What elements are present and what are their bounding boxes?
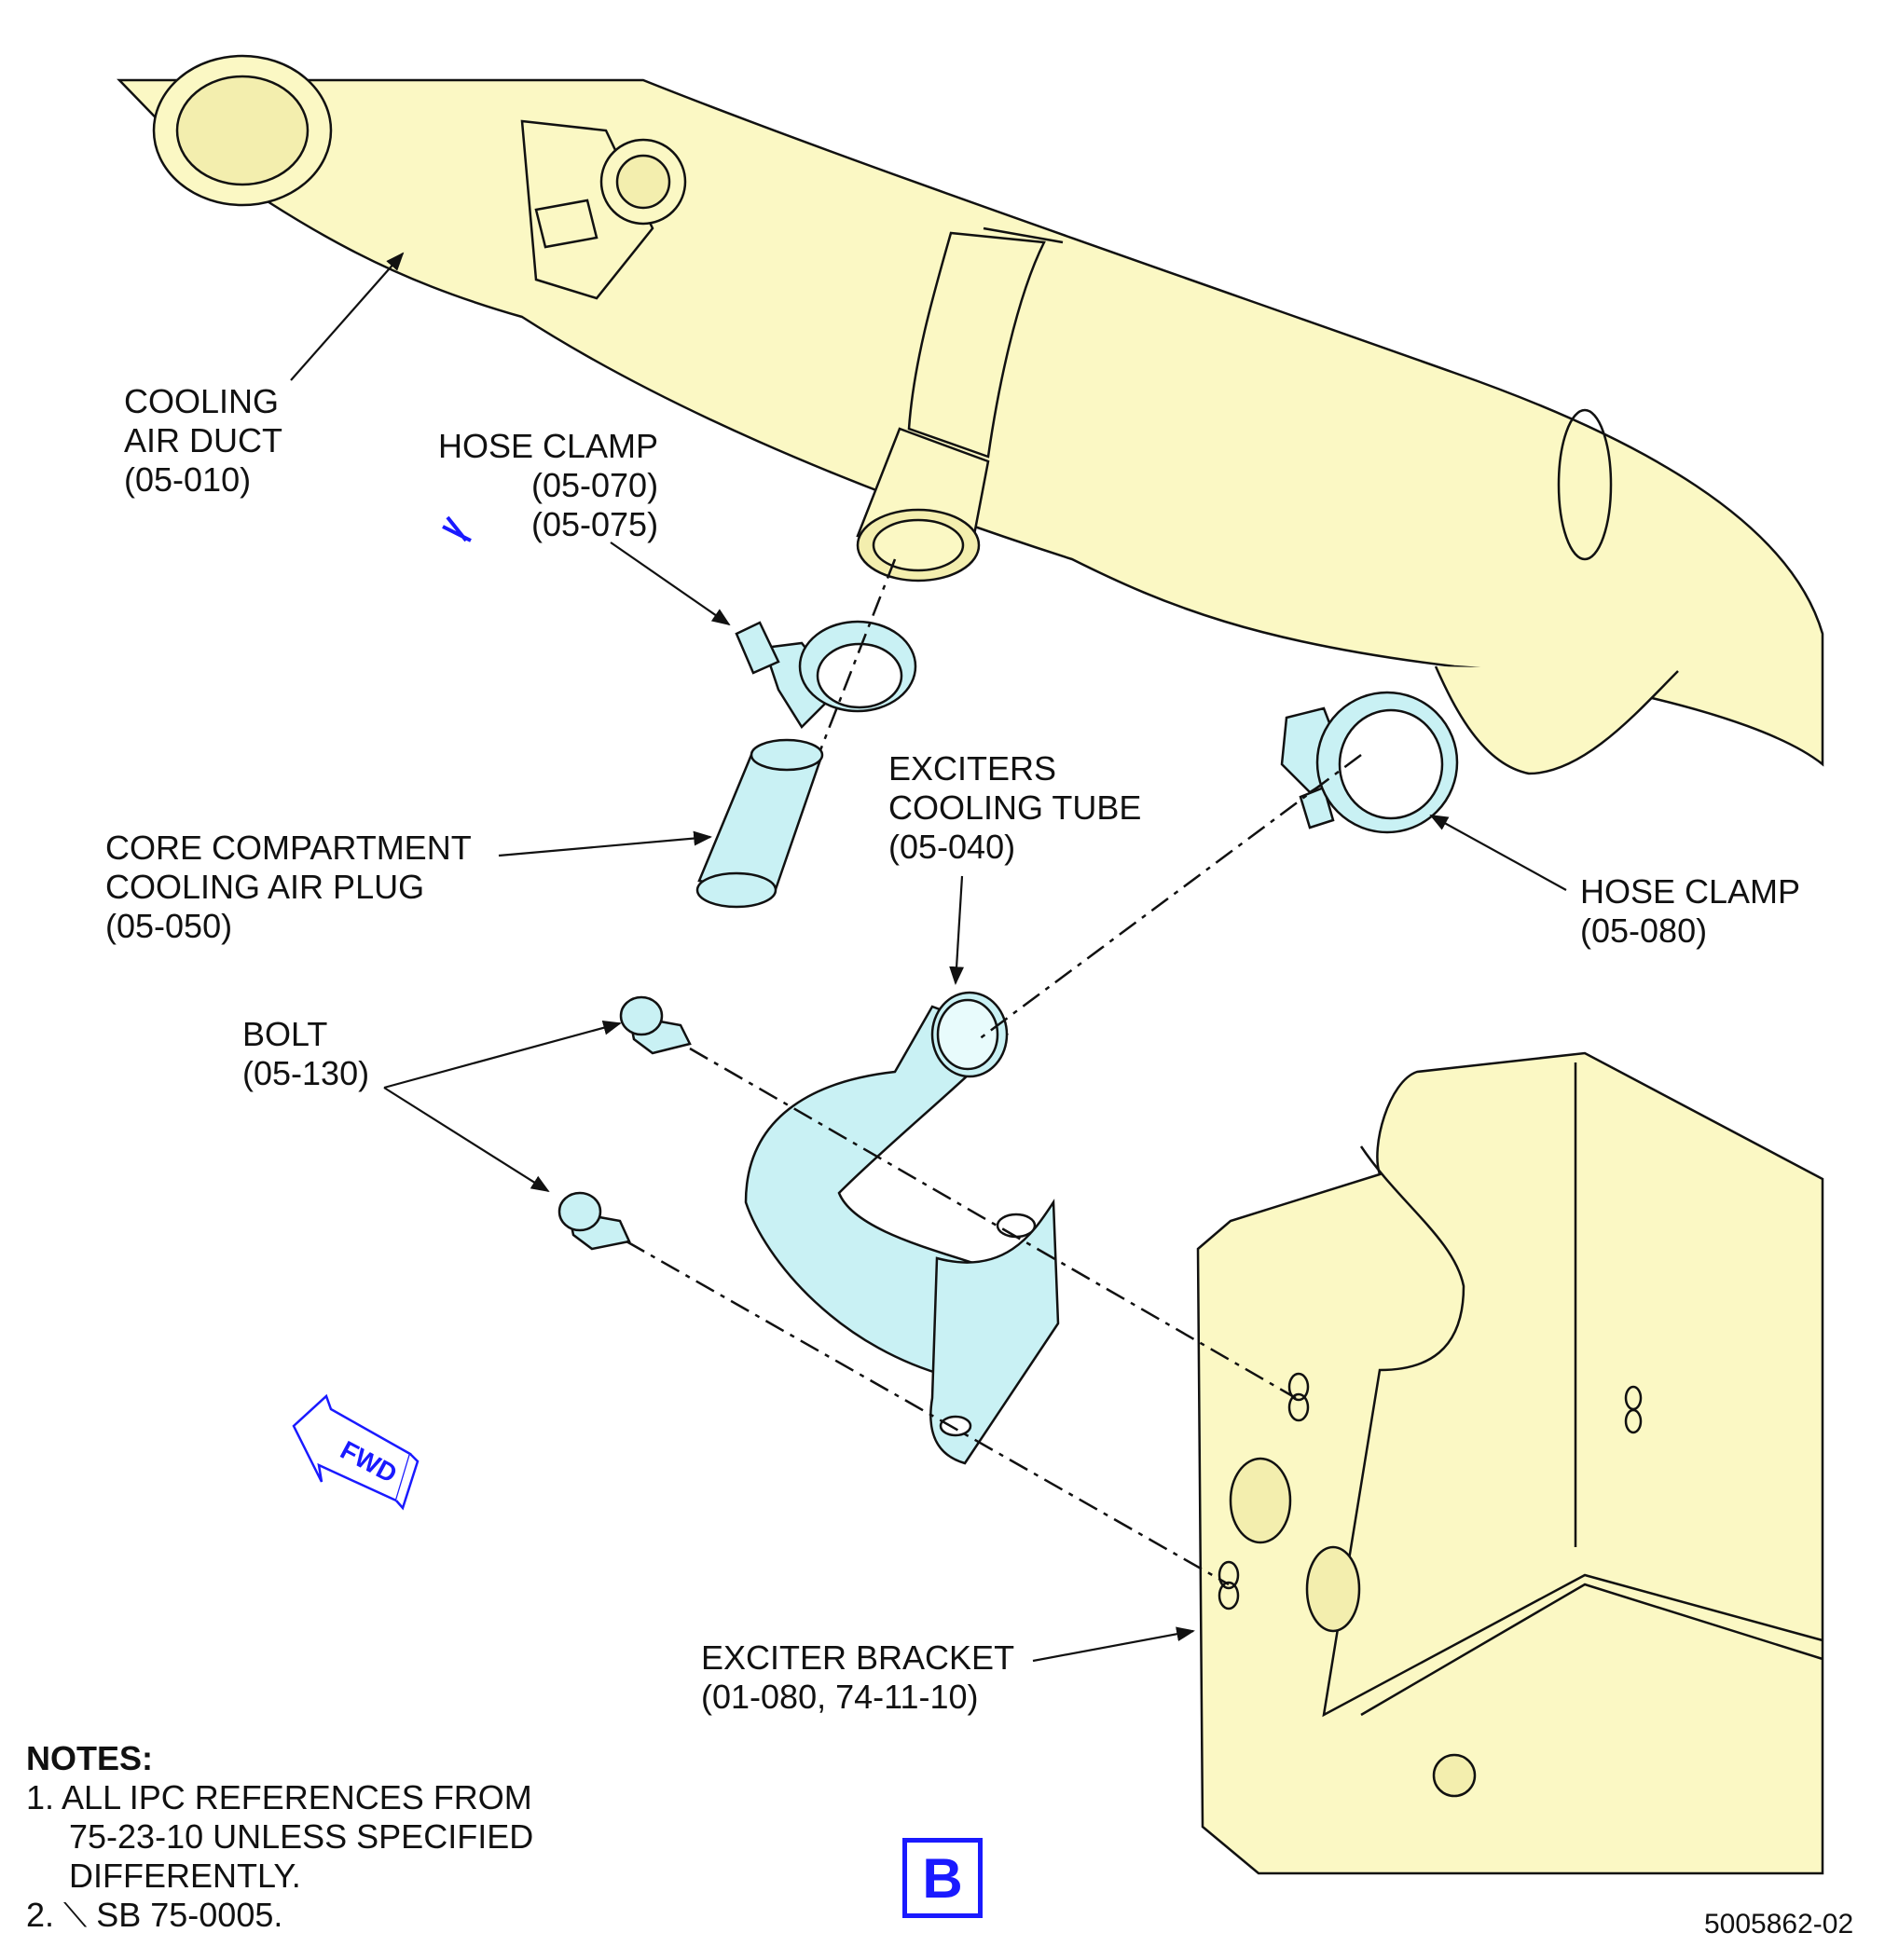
notes-title: NOTES:: [26, 1739, 154, 1777]
label-exciters-cooling-tube: EXCITERS COOLING TUBE (05-040): [888, 749, 1142, 866]
cooling-air-plug: [695, 738, 824, 909]
notes-block: NOTES: 1. ALL IPC REFERENCES FROM 75-23-…: [26, 1739, 533, 1935]
note-1-line-1: 1. ALL IPC REFERENCES FROM: [26, 1778, 532, 1816]
note-2: 2. ⟍ SB 75-0005.: [26, 1896, 283, 1934]
view-letter: B: [922, 1846, 963, 1910]
label-cooling-air-duct: COOLING AIR DUCT (05-010): [124, 382, 282, 499]
hose-clamp-lower: [1280, 691, 1459, 834]
label-bolt: BOLT (05-130): [242, 1015, 370, 1092]
note-1-line-3: DIFFERENTLY.: [69, 1857, 301, 1895]
exciter-bracket: [1196, 1051, 1824, 1875]
fwd-arrow-icon: [292, 1393, 420, 1511]
cooling-air-duct: [117, 54, 1824, 775]
assembly-center-lines: [626, 558, 1362, 1586]
view-letter-box: B: [902, 1838, 983, 1918]
drawing-number: 5005862-02: [1704, 1909, 1854, 1939]
hose-clamp-upper: [735, 620, 917, 729]
leader-lines: [290, 252, 1567, 1663]
bolt-upper: [619, 995, 692, 1055]
label-cooling-air-plug: CORE COMPARTMENT COOLING AIR PLUG (05-05…: [105, 829, 472, 945]
bolt-lower: [557, 1191, 631, 1251]
label-exciter-bracket: EXCITER BRACKET (01-080, 74-11-10): [701, 1638, 1015, 1716]
revision-marker-icon: [442, 515, 472, 542]
label-hose-clamp-upper: HOSE CLAMP (05-070) (05-075): [438, 427, 659, 543]
exciters-cooling-tube: [744, 991, 1060, 1465]
label-hose-clamp-lower: HOSE CLAMP (05-080): [1580, 872, 1801, 950]
note-1-line-2: 75-23-10 UNLESS SPECIFIED: [69, 1817, 534, 1856]
